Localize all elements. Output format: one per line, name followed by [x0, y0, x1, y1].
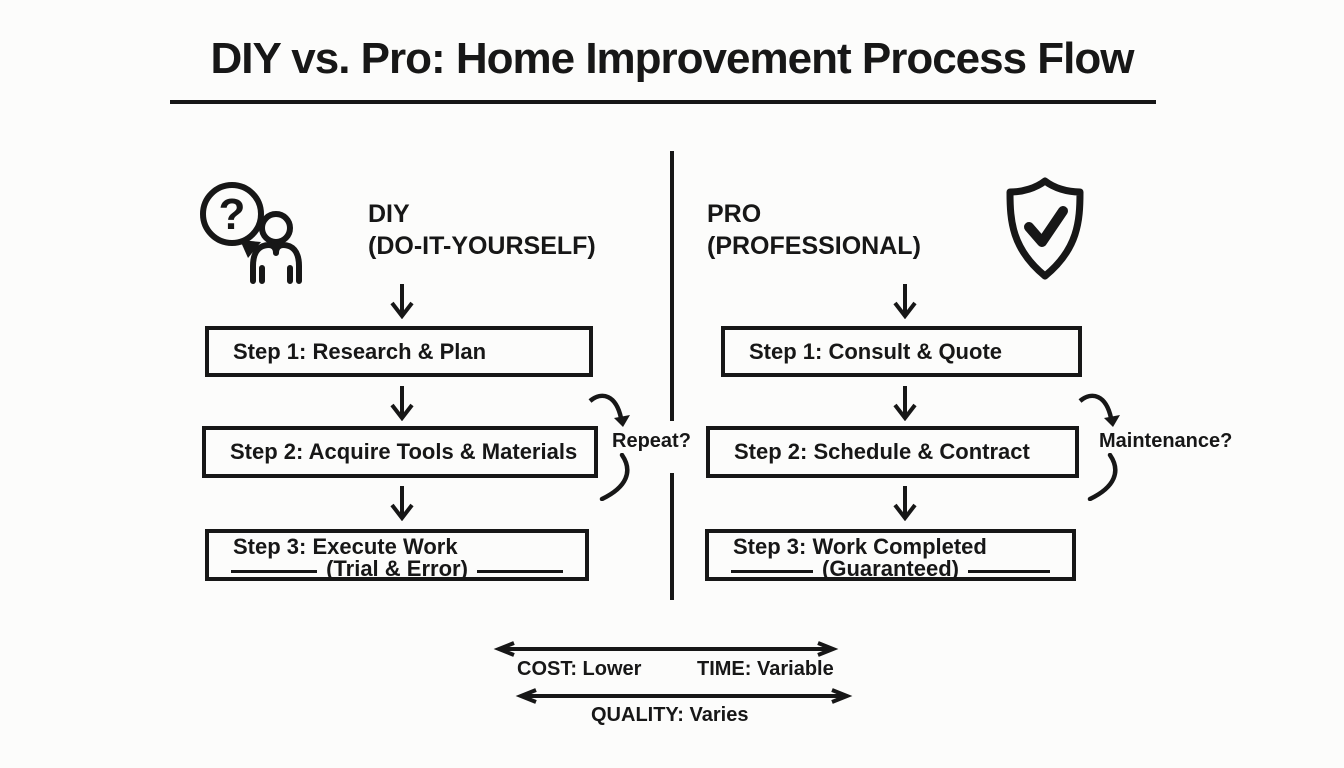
person-question-icon: ?: [200, 182, 302, 284]
diy-step-3-box: Step 3: Execute Work (Trial & Error): [205, 529, 589, 581]
diy-step-2-label: Step 2: Acquire Tools & Materials: [230, 439, 578, 464]
quality-metric-label: QUALITY: Varies: [591, 704, 749, 726]
diy-step-1-box: Step 1: Research & Plan: [205, 326, 593, 377]
maintenance-curve-arrow-icon: [1078, 393, 1120, 427]
down-arrow-icon: [390, 284, 414, 319]
pro-step-2-label: Step 2: Schedule & Contract: [734, 439, 1030, 464]
pro-column-heading: PRO (PROFESSIONAL): [707, 198, 921, 262]
pro-step-1-label: Step 1: Consult & Quote: [749, 338, 1002, 364]
column-divider-top: [670, 151, 674, 421]
cost-metric-label: COST: Lower: [517, 658, 642, 680]
sub-rule-left: [731, 569, 814, 573]
diy-step-3-sublabel: (Trial & Error): [326, 556, 468, 581]
down-arrow-icon: [893, 284, 917, 319]
pro-step-3-label: Step 3: Work Completed: [733, 534, 987, 559]
pro-step-2-box: Step 2: Schedule & Contract: [706, 426, 1079, 478]
quality-double-arrow-icon: [515, 688, 853, 704]
diy-step-1-label: Step 1: Research & Plan: [233, 338, 487, 364]
diy-step-2-box: Step 2: Acquire Tools & Materials: [202, 426, 598, 478]
down-arrow-icon: [893, 486, 917, 521]
maintenance-loop-label: Maintenance?: [1099, 430, 1233, 452]
repeat-loop-label: Repeat?: [612, 430, 691, 452]
pro-heading-line1: PRO: [707, 200, 762, 228]
sub-rule-left: [231, 569, 318, 573]
diy-step-3-subrow: (Trial & Error): [209, 558, 585, 580]
title-underline: [170, 100, 1156, 104]
pro-heading-line2: (PROFESSIONAL): [707, 232, 921, 260]
pro-step-1-box: Step 1: Consult & Quote: [721, 326, 1082, 377]
pro-step-3-box: Step 3: Work Completed (Guaranteed): [705, 529, 1076, 581]
down-arrow-icon: [390, 386, 414, 421]
diy-column-heading: DIY (DO-IT-YOURSELF): [368, 198, 596, 262]
diy-heading-line1: DIY: [368, 200, 410, 228]
down-arrow-icon: [390, 486, 414, 521]
time-metric-label: TIME: Variable: [697, 658, 834, 680]
column-divider-bottom: [670, 473, 674, 600]
pro-step-3-sublabel: (Guaranteed): [822, 556, 959, 581]
question-glyph: ?: [219, 190, 246, 239]
repeat-return-arc-icon: [599, 453, 630, 501]
page-title: DIY vs. Pro: Home Improvement Process Fl…: [210, 34, 1134, 83]
diy-step-3-label: Step 3: Execute Work: [233, 534, 458, 559]
shield-check-icon: [1006, 177, 1084, 280]
cost-time-double-arrow-icon: [493, 641, 839, 657]
diy-heading-line2: (DO-IT-YOURSELF): [368, 232, 596, 260]
sub-rule-right: [967, 569, 1051, 573]
repeat-curve-arrow-icon: [588, 393, 630, 427]
maintenance-return-arc-icon: [1087, 453, 1118, 501]
sub-rule-right: [476, 569, 563, 573]
pro-step-3-subrow: (Guaranteed): [709, 558, 1072, 580]
down-arrow-icon: [893, 386, 917, 421]
